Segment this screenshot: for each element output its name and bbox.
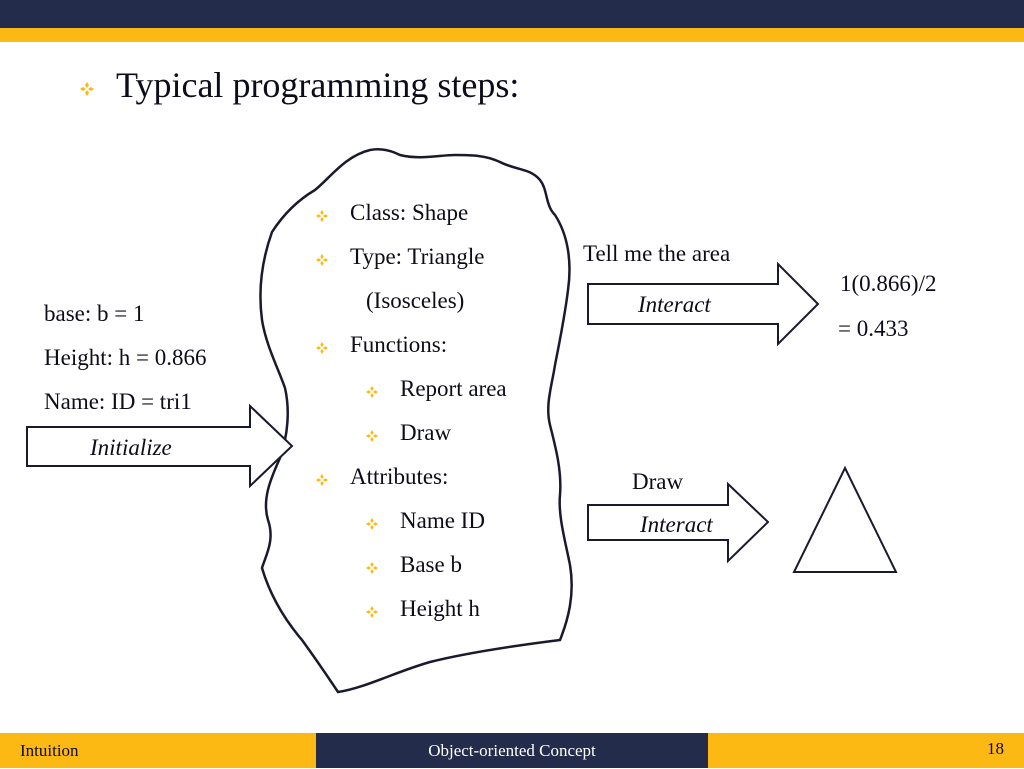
object-blob-outline	[259, 147, 573, 694]
object-item-label: Functions:	[350, 332, 448, 357]
draw-request-prompt: Draw	[632, 469, 684, 494]
footer-section: Intuition	[0, 733, 316, 768]
gold-diamond-bullet-icon	[316, 474, 328, 486]
object-subitem-label: Draw	[400, 420, 452, 445]
init-name: Name: ID = tri1	[44, 389, 192, 414]
draw-interact-label: Interact	[640, 512, 713, 537]
object-subitem-label: Report area	[400, 376, 507, 401]
footer-page: 18	[708, 733, 1024, 768]
object-subitem-label: Height h	[400, 596, 480, 621]
object-item-label: Type: Triangle	[350, 244, 485, 269]
footer-title: Object-oriented Concept	[316, 733, 708, 768]
gold-diamond-bullet-icon	[366, 606, 378, 618]
area-result-formula: 1(0.866)/2	[840, 271, 937, 296]
init-height: Height: h = 0.866	[44, 345, 207, 370]
area-interact-arrow	[587, 261, 820, 347]
gold-diamond-bullet-icon	[366, 518, 378, 530]
draw-interact-arrow	[587, 481, 770, 564]
gold-diamond-bullet-icon	[80, 82, 94, 96]
gold-diamond-bullet-icon	[316, 210, 328, 222]
object-item-label: Attributes:	[350, 464, 449, 489]
gold-diamond-bullet-icon	[316, 342, 328, 354]
area-request-prompt: Tell me the area	[583, 241, 731, 266]
object-item-type-continued: (Isosceles)	[366, 288, 465, 313]
object-subitem-label: Base b	[400, 552, 462, 577]
footer-bar: Intuition Object-oriented Concept 18	[0, 733, 1024, 768]
init-base: base: b = 1	[44, 301, 145, 326]
footer-page-number: 18	[987, 739, 1004, 758]
object-subitem-label: Name ID	[400, 508, 485, 533]
gold-diamond-bullet-icon	[316, 254, 328, 266]
gold-diamond-bullet-icon	[366, 562, 378, 574]
object-item-label: Class: Shape	[350, 200, 469, 225]
initialize-arrow	[26, 403, 294, 489]
drawn-triangle	[792, 465, 898, 573]
footer-section-label: Intuition	[20, 741, 79, 760]
initialize-label: Initialize	[90, 435, 172, 460]
gold-diamond-bullet-icon	[366, 430, 378, 442]
header-gold-stripe	[0, 28, 1024, 42]
footer-title-label: Object-oriented Concept	[428, 741, 596, 760]
slide-title-text: Typical programming steps:	[116, 65, 520, 105]
gold-diamond-bullet-icon	[366, 386, 378, 398]
area-result-value: = 0.433	[838, 316, 909, 341]
header-band	[0, 0, 1024, 28]
area-interact-label: Interact	[638, 292, 711, 317]
